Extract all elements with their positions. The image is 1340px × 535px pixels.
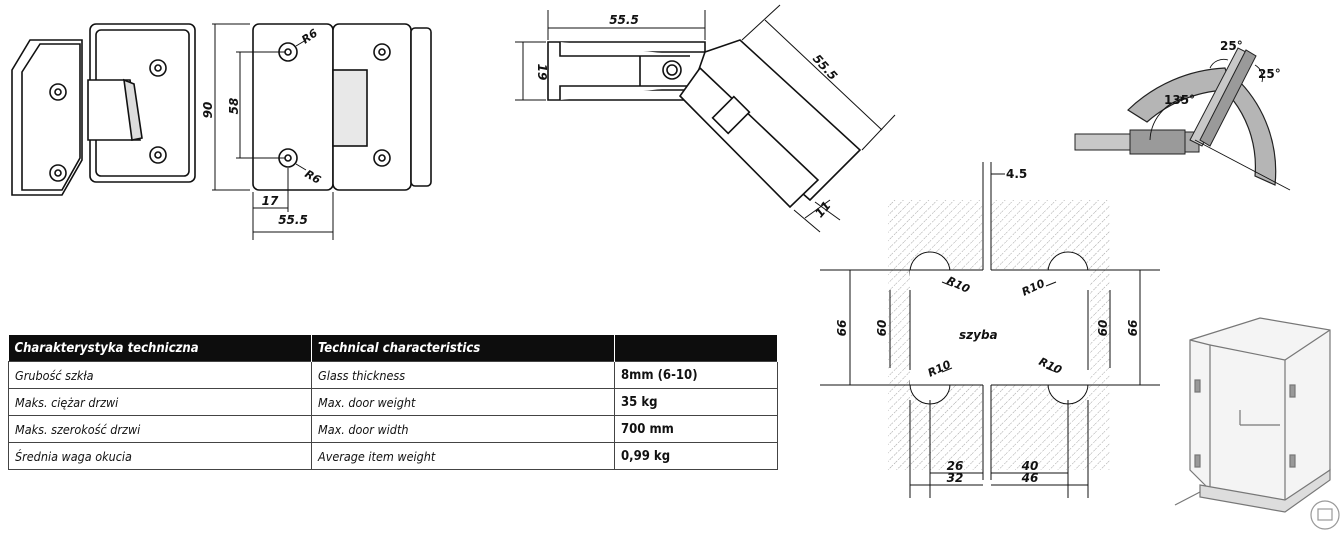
technical-characteristics-table: Charakterystyka techniczna Technical cha… (8, 335, 778, 470)
header-en: Technical characteristics (311, 335, 615, 362)
dim-top-length: 55.5 (609, 13, 639, 27)
dim-gap: 4.5 (1006, 167, 1027, 181)
header-value (614, 335, 778, 362)
hinge-front-drawing: 90 58 R6 R6 17 55.5 (201, 23, 432, 240)
cell-pl: Maks. szerokość drzwi (8, 415, 312, 443)
dim-hole-spacing: 58 (227, 98, 241, 115)
angle-a2: 25° (1258, 67, 1281, 81)
dim-offset: 17 (262, 194, 279, 208)
angle-a3: 135° (1164, 93, 1195, 107)
dim-bottom-left-b: 32 (947, 471, 964, 485)
dim-right-inner: 60 (1096, 320, 1110, 337)
cell-value: 700 mm (614, 415, 778, 443)
dim-bottom-right-a: 40 (1021, 459, 1039, 473)
dim-right-outer: 66 (1126, 320, 1140, 337)
table-row: Maks. szerokość drzwi Max. door width 70… (8, 415, 778, 443)
dim-height: 90 (201, 102, 215, 119)
cell-pl: Maks. ciężar drzwi (8, 388, 312, 416)
cell-value: 8mm (6-10) (614, 361, 778, 389)
dim-left-inner: 60 (875, 320, 889, 337)
header-pl: Charakterystyka techniczna (8, 335, 312, 362)
cell-value: 0,99 kg (614, 442, 778, 470)
angle-a1: 25° (1220, 39, 1243, 53)
cell-en: Glass thickness (311, 361, 615, 389)
table-row: Grubość szkła Glass thickness 8mm (6-10) (8, 361, 778, 389)
glass-label: szyba (959, 328, 998, 342)
dim-left-outer: 66 (835, 320, 849, 337)
cell-pl: Średnia waga okucia (8, 442, 312, 470)
glass-cutout-drawing: 4.5 R10 R10 R10 R10 szyba 66 60 60 66 26… (820, 160, 1160, 498)
cell-pl: Grubość szkła (8, 361, 312, 389)
hinge-top-view-drawing: 55.5 19 55.5 11 (515, 4, 896, 233)
shower-enclosure-illustration (1174, 317, 1340, 530)
dim-bottom-right-b: 46 (1021, 471, 1039, 485)
cell-value: 35 kg (614, 388, 778, 416)
cell-en: Average item weight (311, 442, 615, 470)
dim-angled-length: 55.5 (810, 52, 840, 83)
dim-top-thickness: 19 (535, 64, 549, 81)
dim-width: 55.5 (278, 213, 308, 227)
hinge-perspective-drawing (11, 23, 196, 196)
dim-bottom-left-a: 26 (947, 459, 964, 473)
cell-en: Max. door width (311, 415, 615, 443)
angle-diagram: 25° 25° 135° (1074, 39, 1291, 191)
table-row: Maks. ciężar drzwi Max. door weight 35 k… (8, 388, 778, 416)
table-row: Średnia waga okucia Average item weight … (8, 442, 778, 470)
cell-en: Max. door weight (311, 388, 615, 416)
table-header-row: Charakterystyka techniczna Technical cha… (8, 335, 778, 362)
